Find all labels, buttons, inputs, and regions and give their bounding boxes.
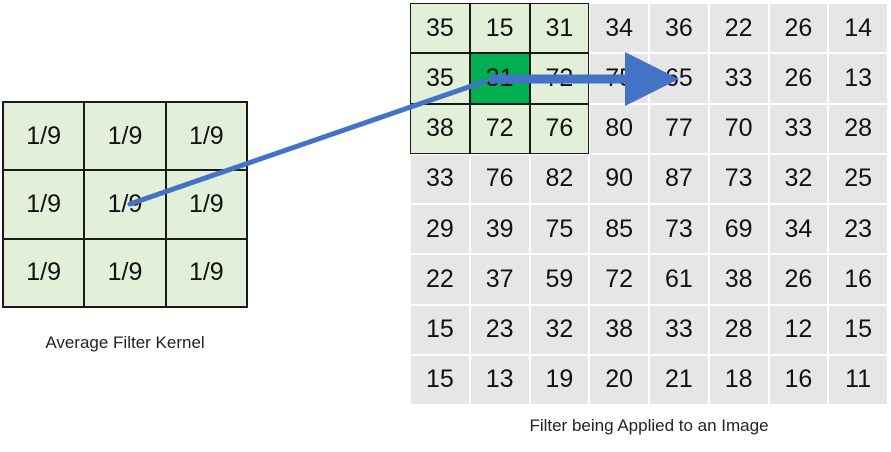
kernel-cell: 1/9 — [84, 238, 166, 307]
image-cell-window: 35 — [410, 2, 470, 54]
image-cell: 12 — [769, 305, 828, 354]
image-cell: 33 — [650, 305, 708, 354]
image-cell: 33 — [411, 154, 469, 203]
image-cell: 72 — [590, 255, 648, 304]
kernel-cell: 1/9 — [84, 102, 166, 171]
image-cell: 65 — [650, 54, 708, 103]
image-cell: 26 — [769, 54, 828, 103]
image-cell: 87 — [650, 154, 708, 203]
image-cell-center: 31 — [469, 53, 530, 104]
image-cell: 15 — [411, 355, 469, 404]
image-cell: 38 — [590, 305, 648, 354]
kernel-grid: 1/9 1/9 1/9 1/9 1/9 1/9 1/9 1/9 1/9 — [2, 101, 248, 308]
image-cell: 19 — [530, 355, 589, 404]
image-cell: 73 — [650, 205, 708, 254]
image-cell: 21 — [650, 355, 708, 404]
image-cell: 25 — [829, 154, 887, 203]
image-cell: 73 — [709, 154, 768, 203]
image-cell-window: 31 — [529, 2, 590, 54]
image-cell-window: 72 — [529, 53, 590, 104]
image-cell: 16 — [829, 255, 887, 304]
image-cell: 32 — [769, 154, 828, 203]
image-cell: 90 — [590, 154, 648, 203]
image-cell-window: 35 — [410, 53, 470, 104]
image-cell: 23 — [829, 205, 887, 254]
image-cell: 29 — [411, 205, 469, 254]
image-cell: 22 — [709, 4, 768, 53]
image-cell: 26 — [769, 255, 828, 304]
image-cell: 70 — [709, 104, 768, 153]
kernel-cell: 1/9 — [3, 102, 85, 171]
image-cell: 38 — [709, 255, 768, 304]
kernel-cell: 1/9 — [3, 238, 85, 307]
image-cell: 33 — [769, 104, 828, 153]
image-cell-window: 15 — [469, 2, 530, 54]
kernel-cell: 1/9 — [165, 170, 247, 239]
image-cell-window: 76 — [529, 103, 590, 154]
image-cell: 15 — [411, 305, 469, 354]
image-cell: 28 — [709, 305, 768, 354]
kernel-cell: 1/9 — [3, 170, 85, 239]
image-cell: 77 — [650, 104, 708, 153]
image-cell: 69 — [709, 205, 768, 254]
image-cell: 15 — [829, 305, 887, 354]
kernel-cell: 1/9 — [165, 102, 247, 171]
image-cell: 76 — [470, 154, 529, 203]
image-cell-window: 38 — [410, 103, 470, 154]
image-cell: 36 — [650, 4, 708, 53]
image-cell: 33 — [709, 54, 768, 103]
kernel-cell: 1/9 — [165, 238, 247, 307]
image-cell: 13 — [829, 54, 887, 103]
image-cell: 85 — [590, 205, 648, 254]
image-cell: 32 — [530, 305, 589, 354]
image-cell: 59 — [530, 255, 589, 304]
image-cell: 14 — [829, 4, 887, 53]
image-cell: 16 — [769, 355, 828, 404]
image-cell: 18 — [709, 355, 768, 404]
image-cell: 61 — [650, 255, 708, 304]
image-cell: 34 — [590, 4, 648, 53]
image-cell: 28 — [829, 104, 887, 153]
image-cell: 75 — [530, 205, 589, 254]
image-cell: 20 — [590, 355, 648, 404]
image-cell: 34 — [769, 205, 828, 254]
image-cell: 11 — [829, 355, 887, 404]
image-cell: 75 — [590, 54, 648, 103]
image-cell: 23 — [470, 305, 529, 354]
image-cell: 80 — [590, 104, 648, 153]
image-cell: 82 — [530, 154, 589, 203]
image-cell-window: 72 — [469, 103, 530, 154]
image-caption: Filter being Applied to an Image — [529, 416, 769, 435]
image-cell: 22 — [411, 255, 469, 304]
kernel-center-cell: 1/9 — [84, 170, 166, 239]
image-cell: 26 — [769, 4, 828, 53]
image-cell: 13 — [470, 355, 529, 404]
image-cell: 37 — [470, 255, 529, 304]
kernel-caption: Average Filter Kernel — [45, 333, 205, 352]
image-cell: 39 — [470, 205, 529, 254]
